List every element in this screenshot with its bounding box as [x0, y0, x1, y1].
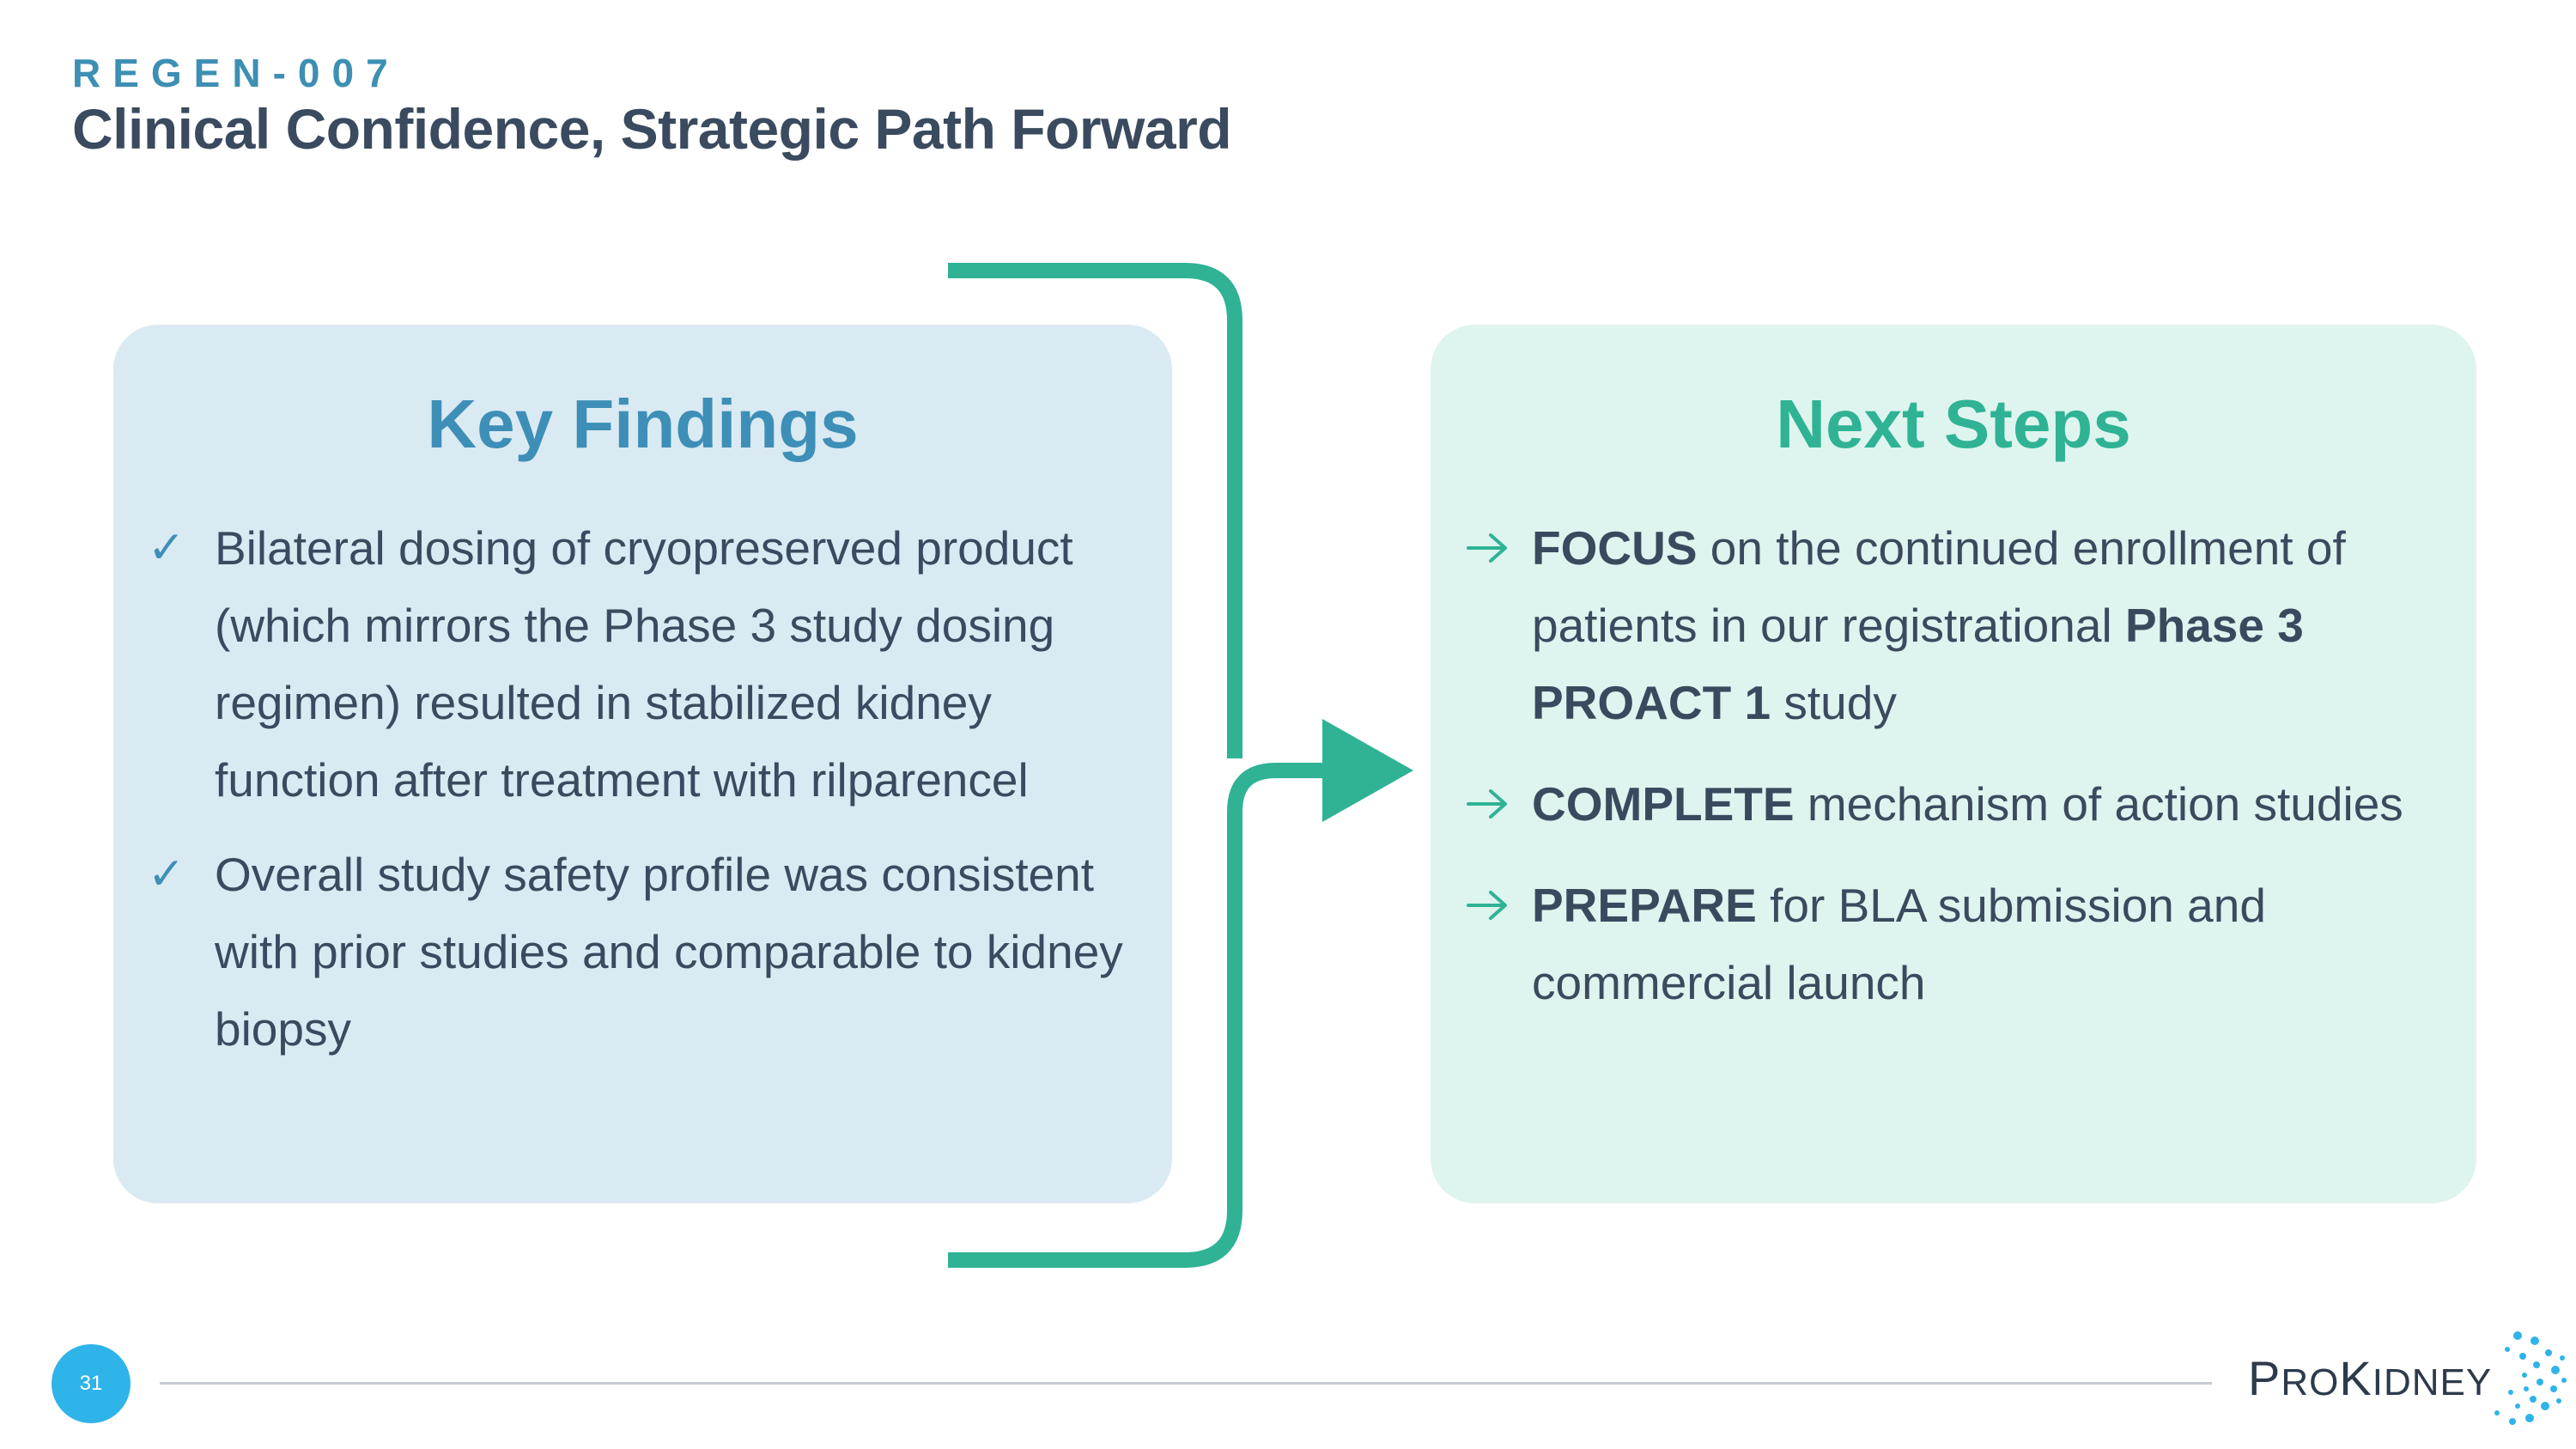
section-eyebrow: REGEN-007 — [72, 51, 400, 95]
arrow-right-icon — [1465, 867, 1516, 944]
key-findings-panel: Key Findings ✓ Bilateral dosing of cryop… — [113, 325, 1172, 1203]
step-lead: COMPLETE — [1532, 777, 1795, 831]
footer-divider — [160, 1382, 2212, 1385]
step-emphasis: Phase 3 PROACT 1 — [1532, 599, 2304, 729]
brand-initial-p: P — [2248, 1351, 2281, 1405]
page-number-badge: 31 — [52, 1344, 131, 1423]
step-text-end: study — [1771, 676, 1897, 729]
brand-initial-k: K — [2339, 1351, 2372, 1405]
step-text: for BLA submission and commercial launch — [1532, 879, 2266, 1009]
list-item: ✓ Overall study safety profile was consi… — [148, 836, 1144, 1068]
brand-ro: RO — [2281, 1361, 2340, 1403]
step-lead: FOCUS — [1532, 521, 1698, 575]
step-text: on the continued enrollment of patients … — [1532, 521, 2346, 652]
step-lead: PREPARE — [1532, 879, 1757, 932]
step-text: mechanism of action studies — [1794, 777, 2403, 831]
next-steps-heading: Next Steps — [1776, 386, 2131, 462]
list-item: COMPLETE mechanism of action studies — [1465, 765, 2461, 843]
next-steps-panel: Next Steps FOCUS on the continued enroll… — [1431, 325, 2476, 1203]
arrow-right-icon — [1465, 765, 1516, 843]
key-findings-list: ✓ Bilateral dosing of cryopreserved prod… — [148, 509, 1144, 1085]
finding-text: Overall study safety profile was consist… — [215, 848, 1123, 1056]
list-item: PREPARE for BLA submission and commercia… — [1465, 867, 2461, 1021]
dot-cluster-icon — [2494, 1331, 2567, 1425]
finding-text: Bilateral dosing of cryopreserved produc… — [215, 521, 1073, 807]
next-steps-list: FOCUS on the continued enrollment of pat… — [1465, 509, 2461, 1045]
brand-logo-text: PROKIDNEY — [2248, 1350, 2492, 1406]
list-item: FOCUS on the continued enrollment of pat… — [1465, 509, 2461, 741]
page-title: Clinical Confidence, Strategic Path Forw… — [72, 97, 1232, 161]
checkmark-icon: ✓ — [148, 522, 185, 574]
bracket-arrow-icon — [948, 263, 1413, 1268]
list-item: ✓ Bilateral dosing of cryopreserved prod… — [148, 509, 1144, 819]
brand-idney: IDNEY — [2372, 1361, 2493, 1403]
checkmark-icon: ✓ — [148, 849, 185, 900]
key-findings-heading: Key Findings — [427, 386, 859, 462]
arrow-right-icon — [1465, 509, 1516, 587]
